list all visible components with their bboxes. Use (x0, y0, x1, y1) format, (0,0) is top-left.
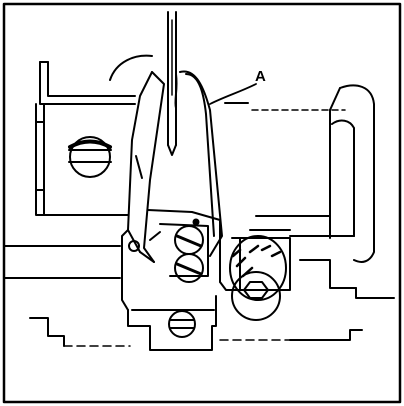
callout-leader-line (209, 83, 257, 105)
callout-label-a: A (255, 68, 266, 85)
guard-screws (174, 218, 204, 283)
needle (167, 11, 177, 156)
machine-bed (3, 229, 395, 347)
hook-arm (121, 71, 165, 311)
lower-block (127, 295, 217, 351)
left-casting (35, 54, 153, 216)
needle-guard-plate (147, 209, 291, 291)
thread-guide-wire (174, 70, 223, 257)
socket-head-screw (229, 235, 287, 321)
left-screw (68, 136, 112, 178)
right-casting (224, 84, 375, 263)
